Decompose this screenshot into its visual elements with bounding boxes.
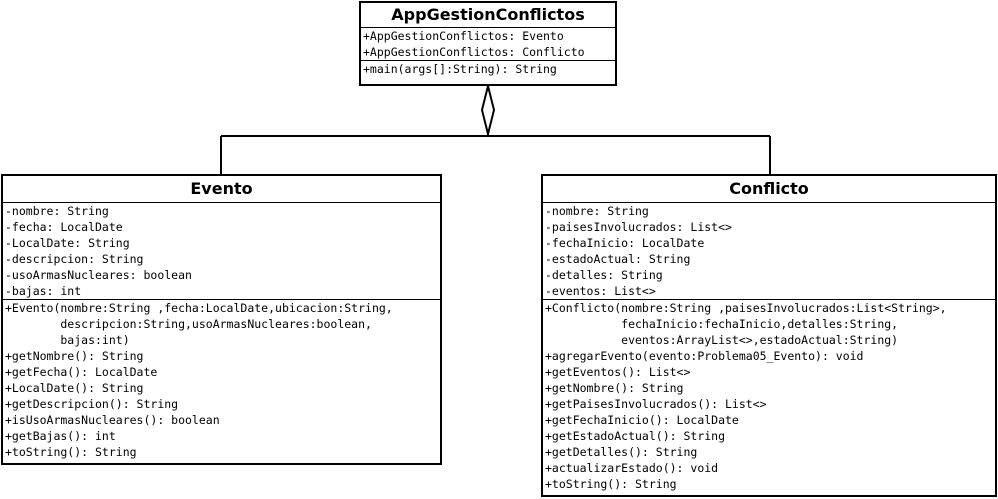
attributes-section: -nombre: String -paisesInvolucrados: Lis… xyxy=(543,203,995,299)
method-line: eventos:ArrayList<>,estadoActual:String) xyxy=(545,333,899,347)
attribute-line: -nombre: String xyxy=(5,204,109,218)
attribute-line: -estadoActual: String xyxy=(545,252,691,266)
attributes-section: +AppGestionConflictos: Evento +AppGestio… xyxy=(361,28,615,60)
attribute-line: +AppGestionConflictos: Conflicto xyxy=(363,45,585,59)
attribute-line: -descripcion: String xyxy=(5,252,144,266)
method-line: +getEventos(): List<> xyxy=(545,365,691,379)
method-line: +main(args[]:String): String xyxy=(363,62,557,76)
attribute-line: -detalles: String xyxy=(545,268,663,282)
method-line: +getPaisesInvolucrados(): List<> xyxy=(545,397,767,411)
attributes-section: -nombre: String -fecha: LocalDate -Local… xyxy=(3,203,440,299)
method-line: +Evento(nombre:String ,fecha:LocalDate,u… xyxy=(5,301,393,315)
attribute-line: -bajas: int xyxy=(5,284,82,298)
method-line: +isUsoArmasNucleares(): boolean xyxy=(5,413,220,427)
attribute-line: +AppGestionConflictos: Evento xyxy=(363,29,564,43)
method-line: +getNombre(): String xyxy=(5,349,144,363)
methods-section: +main(args[]:String): String xyxy=(361,60,615,77)
attribute-line: -LocalDate: String xyxy=(5,236,130,250)
class-name: Evento xyxy=(3,176,440,203)
method-line: +toString(): String xyxy=(545,477,677,491)
aggregation-diamond xyxy=(480,85,496,135)
class-evento[interactable]: Evento -nombre: String -fecha: LocalDate… xyxy=(1,174,442,465)
method-line: +getDescripcion(): String xyxy=(5,397,179,411)
methods-section: +Evento(nombre:String ,fecha:LocalDate,u… xyxy=(3,299,440,460)
class-name: Conflicto xyxy=(543,176,995,203)
method-line: +getFechaInicio(): LocalDate xyxy=(545,413,739,427)
attribute-line: -usoArmasNucleares: boolean xyxy=(5,268,192,282)
attribute-line: -eventos: List<> xyxy=(545,284,656,298)
attribute-line: -fecha: LocalDate xyxy=(5,220,123,234)
method-line: +getNombre(): String xyxy=(545,381,684,395)
method-line: +getFecha(): LocalDate xyxy=(5,365,158,379)
methods-section: +Conflicto(nombre:String ,paisesInvolucr… xyxy=(543,299,995,492)
method-line: +getBajas(): int xyxy=(5,429,116,443)
method-line: bajas:int) xyxy=(5,333,130,347)
method-line: +LocalDate(): String xyxy=(5,381,144,395)
attribute-line: -paisesInvolucrados: List<> xyxy=(545,220,732,234)
attribute-line: -fechaInicio: LocalDate xyxy=(545,236,705,250)
method-line: +getDetalles(): String xyxy=(545,445,698,459)
class-appgestionconflictos[interactable]: AppGestionConflictos +AppGestionConflict… xyxy=(359,1,617,86)
method-line: +getEstadoActual(): String xyxy=(545,429,726,443)
method-line: +agregarEvento(evento:Problema05_Evento)… xyxy=(545,349,864,363)
class-name: AppGestionConflictos xyxy=(361,3,615,28)
attribute-line: -nombre: String xyxy=(545,204,649,218)
method-line: fechaInicio:fechaInicio,detalles:String, xyxy=(545,317,899,331)
class-conflicto[interactable]: Conflicto -nombre: String -paisesInvoluc… xyxy=(541,174,997,497)
method-line: +Conflicto(nombre:String ,paisesInvolucr… xyxy=(545,301,947,315)
method-line: descripcion:String,usoArmasNucleares:boo… xyxy=(5,317,372,331)
method-line: +toString(): String xyxy=(5,445,137,459)
method-line: +actualizarEstado(): void xyxy=(545,461,719,475)
